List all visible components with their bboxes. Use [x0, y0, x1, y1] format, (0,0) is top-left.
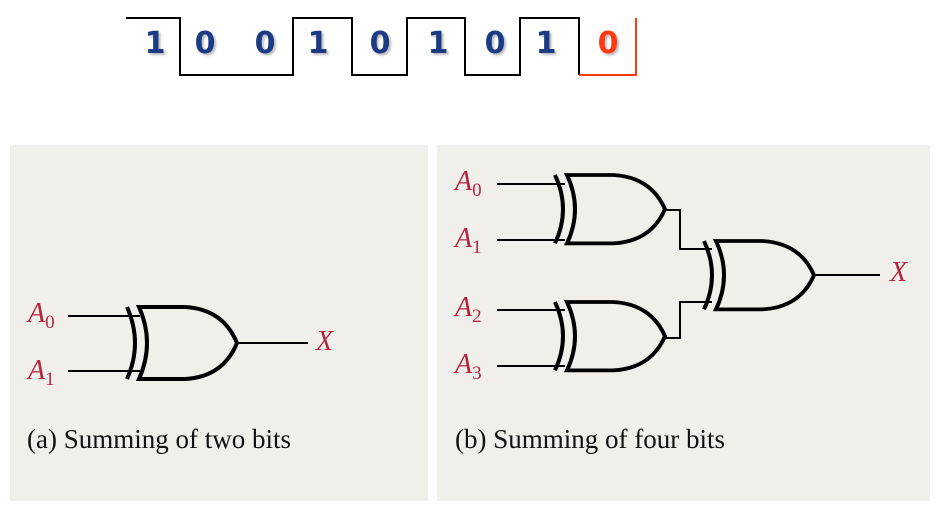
- input-a3-label: A3: [455, 349, 482, 384]
- bit-2: 0: [254, 26, 276, 61]
- panel-b: [437, 145, 930, 501]
- bit-1: 0: [194, 26, 216, 61]
- xor-gates-b: [497, 173, 880, 373]
- bit-4: 0: [369, 26, 391, 61]
- input-a1-label: A1: [455, 223, 482, 258]
- xor-gate-a: [68, 305, 308, 381]
- input-a2-label: A2: [455, 292, 482, 327]
- bit-5: 1: [427, 26, 449, 61]
- bit-6: 0: [484, 26, 506, 61]
- output-x-label: X: [316, 326, 334, 357]
- panel-a: [10, 145, 428, 501]
- bit-3: 1: [307, 26, 329, 61]
- bit-7: 1: [535, 26, 557, 61]
- bit-0: 1: [144, 26, 166, 61]
- input-a0-label: A0: [28, 298, 55, 333]
- caption-a: (a) Summing of two bits: [27, 424, 291, 454]
- caption-b: (b) Summing of four bits: [455, 424, 725, 454]
- input-a1-label: A1: [28, 355, 55, 390]
- input-a0-label: A0: [455, 166, 482, 201]
- parity-bit: 0: [597, 26, 619, 61]
- output-x-label: X: [890, 257, 908, 288]
